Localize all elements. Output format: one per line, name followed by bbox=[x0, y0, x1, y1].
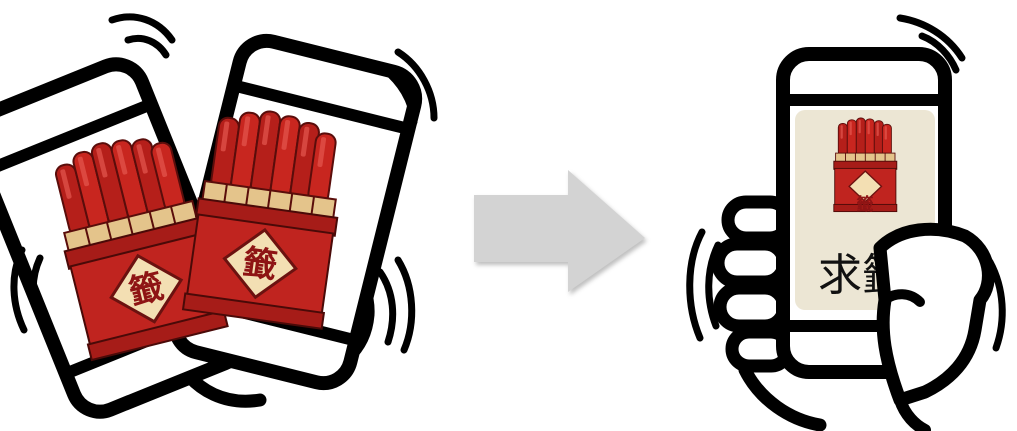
arrow-right-icon bbox=[474, 170, 645, 292]
seal-character: 籤 bbox=[857, 194, 874, 215]
fortune-sticks-icon: 籤 bbox=[181, 101, 353, 331]
thumb bbox=[873, 222, 995, 431]
app-phone-group: 籤 求籤 bbox=[686, 14, 1006, 431]
motion-lines bbox=[686, 14, 1006, 352]
seal-character: 籤 bbox=[240, 242, 279, 286]
shaking-phones-group: 籤 籤 bbox=[0, 13, 438, 420]
fortune-sticks-icon: 籤 bbox=[39, 122, 230, 362]
motion-lines bbox=[10, 13, 438, 354]
